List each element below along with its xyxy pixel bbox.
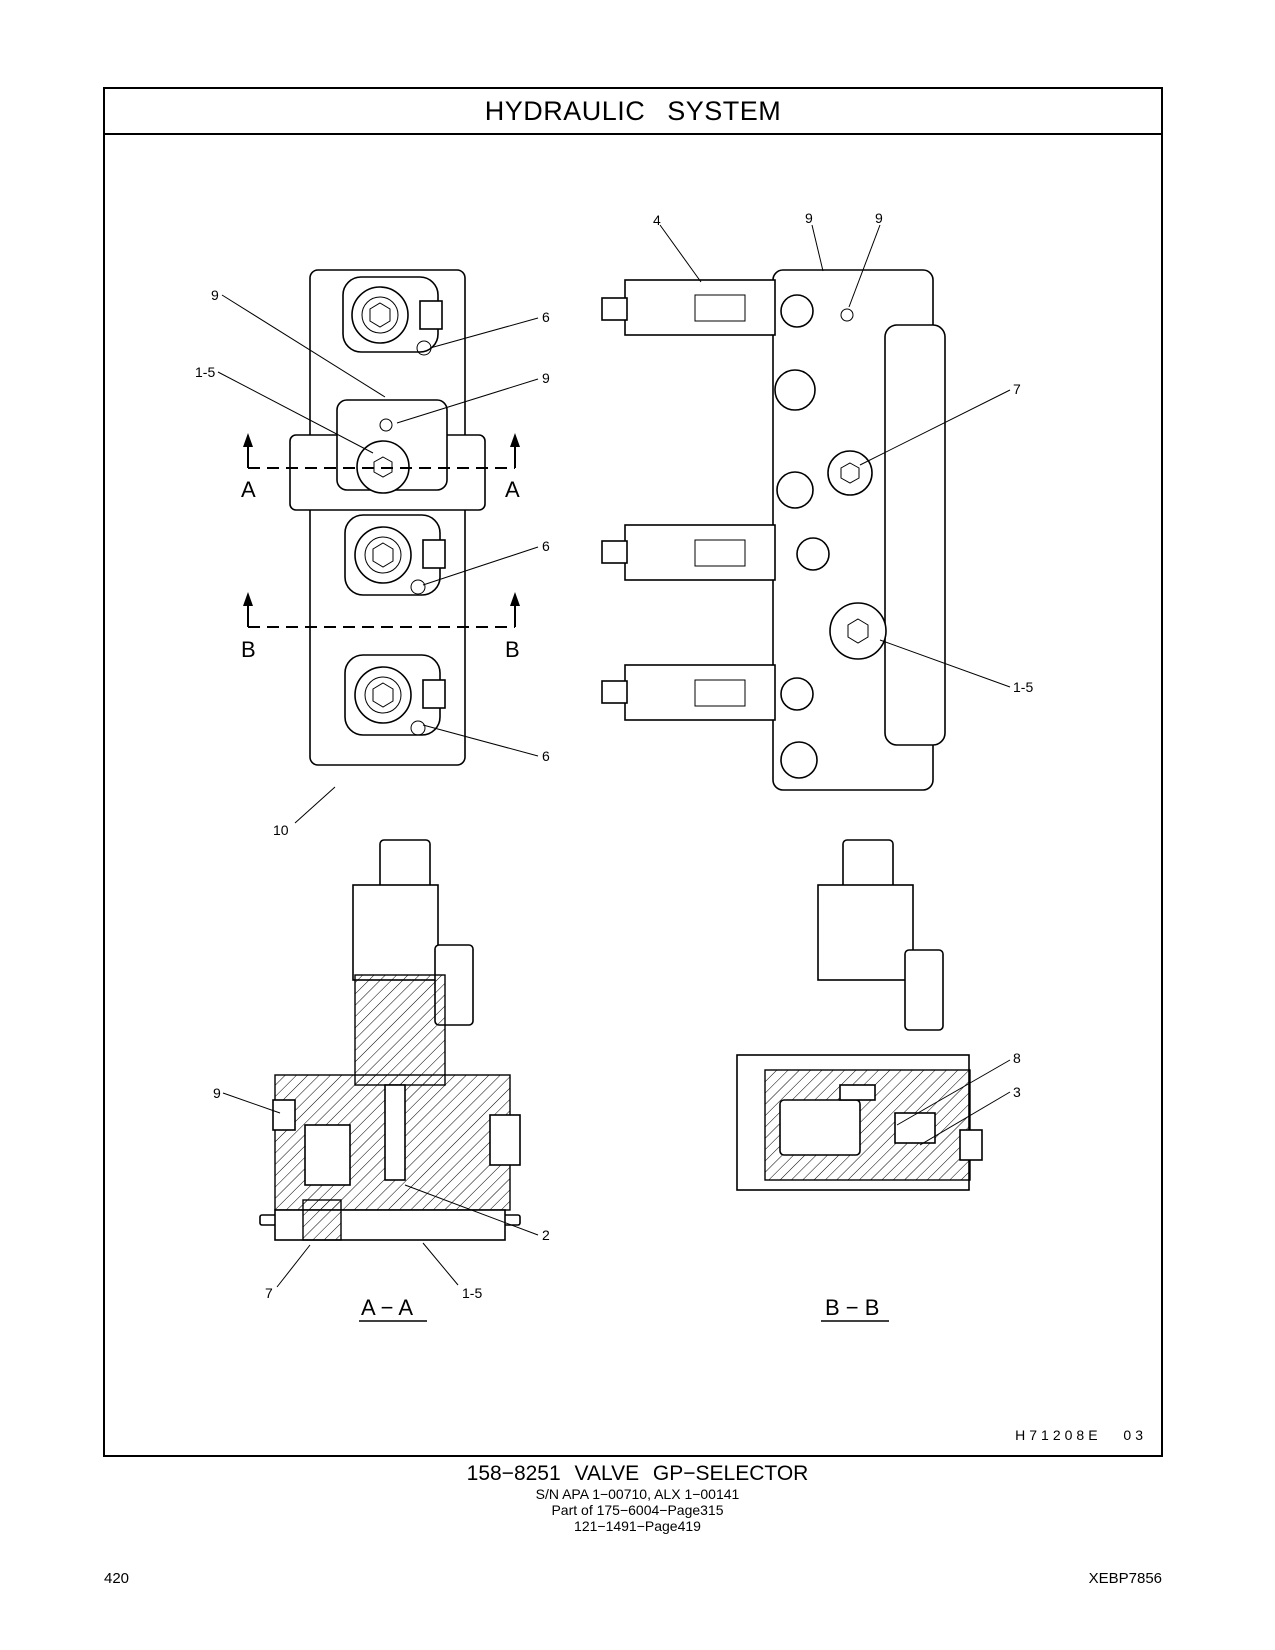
callout-7-b: 7 [265, 1285, 273, 1301]
serial-range: S/N APA 1−00710, ALX 1−00141 [535, 1486, 740, 1502]
page-reference: 121−1491−Page419 [574, 1518, 701, 1534]
section-a-a-view: 9 2 7 1-5 A − A [213, 839, 550, 1322]
solenoid-top-front [342, 276, 443, 356]
callout-4: 4 [653, 212, 661, 228]
front-view: A A B B 9 1-5 9 6 6 6 [195, 269, 550, 838]
section-marker-b-right: B [505, 637, 520, 662]
section-marker-a-left: A [241, 477, 256, 502]
illustration-reference-code: H71208E 03 [1015, 1427, 1147, 1443]
callout-9-c: 9 [805, 210, 813, 226]
callout-1-5-c: 1-5 [462, 1285, 482, 1301]
callout-6-c: 6 [542, 748, 550, 764]
section-b-b-view: 8 3 B − B [736, 839, 1021, 1322]
part-caption: 158−8251 VALVE GP−SELECTOR [466, 1462, 809, 1485]
callout-1-5-a: 1-5 [195, 364, 215, 380]
callout-9-e: 9 [213, 1085, 221, 1101]
callout-1-5-b: 1-5 [1013, 679, 1033, 695]
callout-9-a: 9 [211, 287, 219, 303]
callout-7-a: 7 [1013, 381, 1021, 397]
section-line-a: A A [241, 433, 520, 502]
title-bar: HYDRAULIC SYSTEM [105, 89, 1161, 135]
side-view: 4 9 9 7 1-5 [601, 210, 1033, 791]
section-marker-a-right: A [505, 477, 520, 502]
callout-3: 3 [1013, 1084, 1021, 1100]
part-of-reference: Part of 175−6004−Page315 [551, 1502, 724, 1518]
center-plug-front [336, 399, 448, 494]
callout-9-d: 9 [875, 210, 883, 226]
actuator-top-side [601, 279, 814, 336]
callout-9-b: 9 [542, 370, 550, 386]
page-title: HYDRAULIC SYSTEM [484, 95, 782, 126]
valve-exploded-drawing: A A B B 9 1-5 9 6 6 6 [195, 210, 1033, 1322]
section-title-a-a: A − A [361, 1295, 413, 1320]
callout-10: 10 [273, 822, 289, 838]
callout-8: 8 [1013, 1050, 1021, 1066]
callout-6-a: 6 [542, 309, 550, 325]
callout-6-b: 6 [542, 538, 550, 554]
document-id: XEBP7856 [1088, 1570, 1162, 1587]
section-marker-b-left: B [241, 637, 256, 662]
page-number: 420 [104, 1570, 130, 1587]
callout-2: 2 [542, 1227, 550, 1243]
actuator-middle-side [601, 524, 830, 581]
solenoid-middle-front [344, 514, 446, 596]
illustration-frame: HYDRAULIC SYSTEM [103, 87, 1163, 1457]
section-line-b: B B [241, 592, 520, 662]
section-title-b-b: B − B [825, 1295, 879, 1320]
actuator-bottom-side [601, 664, 814, 721]
solenoid-bottom-front [344, 654, 446, 736]
